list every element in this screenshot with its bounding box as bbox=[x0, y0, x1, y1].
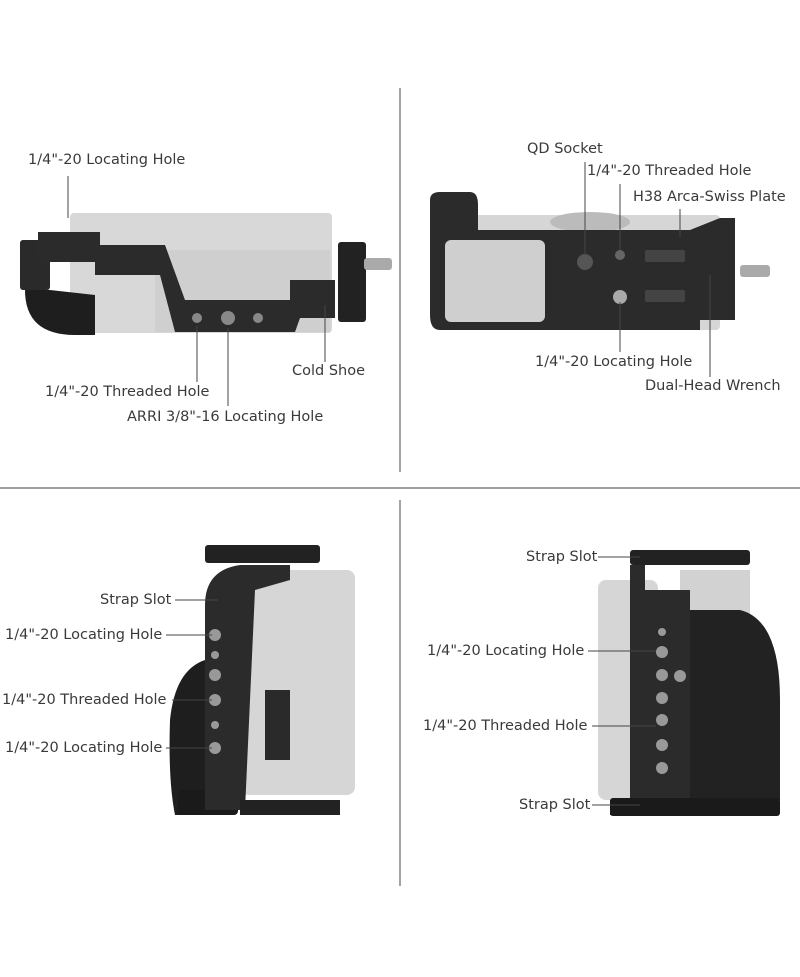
camera-cage-top-view bbox=[20, 213, 392, 335]
label-arca-swiss-plate: H38 Arca-Swiss Plate bbox=[633, 189, 786, 205]
label-threaded-hole: 1/4"-20 Threaded Hole bbox=[423, 718, 588, 734]
camera-cage-left-side-view bbox=[169, 545, 355, 815]
camera-cage-right-side-view bbox=[598, 550, 780, 816]
label-qd-socket: QD Socket bbox=[527, 141, 603, 157]
label-threaded-hole: 1/4"-20 Threaded Hole bbox=[587, 163, 752, 179]
label-locating-hole: 1/4"-20 Locating Hole bbox=[28, 152, 186, 168]
label-locating-hole: 1/4"-20 Locating Hole bbox=[5, 627, 163, 643]
label-strap-slot: Strap Slot bbox=[100, 592, 172, 608]
label-cold-shoe: Cold Shoe bbox=[292, 363, 366, 379]
label-locating-hole: 1/4"-20 Locating Hole bbox=[5, 740, 163, 756]
camera-cage-bottom-view bbox=[430, 192, 770, 330]
label-strap-slot: Strap Slot bbox=[526, 549, 598, 565]
label-dual-head-wrench: Dual-Head Wrench bbox=[645, 378, 781, 394]
label-threaded-hole: 1/4"-20 Threaded Hole bbox=[45, 384, 210, 400]
label-threaded-hole: 1/4"-20 Threaded Hole bbox=[2, 692, 167, 708]
label-locating-hole: 1/4"-20 Locating Hole bbox=[535, 354, 693, 370]
label-strap-slot: Strap Slot bbox=[519, 797, 591, 813]
label-locating-hole: 1/4"-20 Locating Hole bbox=[427, 643, 585, 659]
label-arri-locating-hole: ARRI 3/8"-16 Locating Hole bbox=[127, 409, 324, 425]
